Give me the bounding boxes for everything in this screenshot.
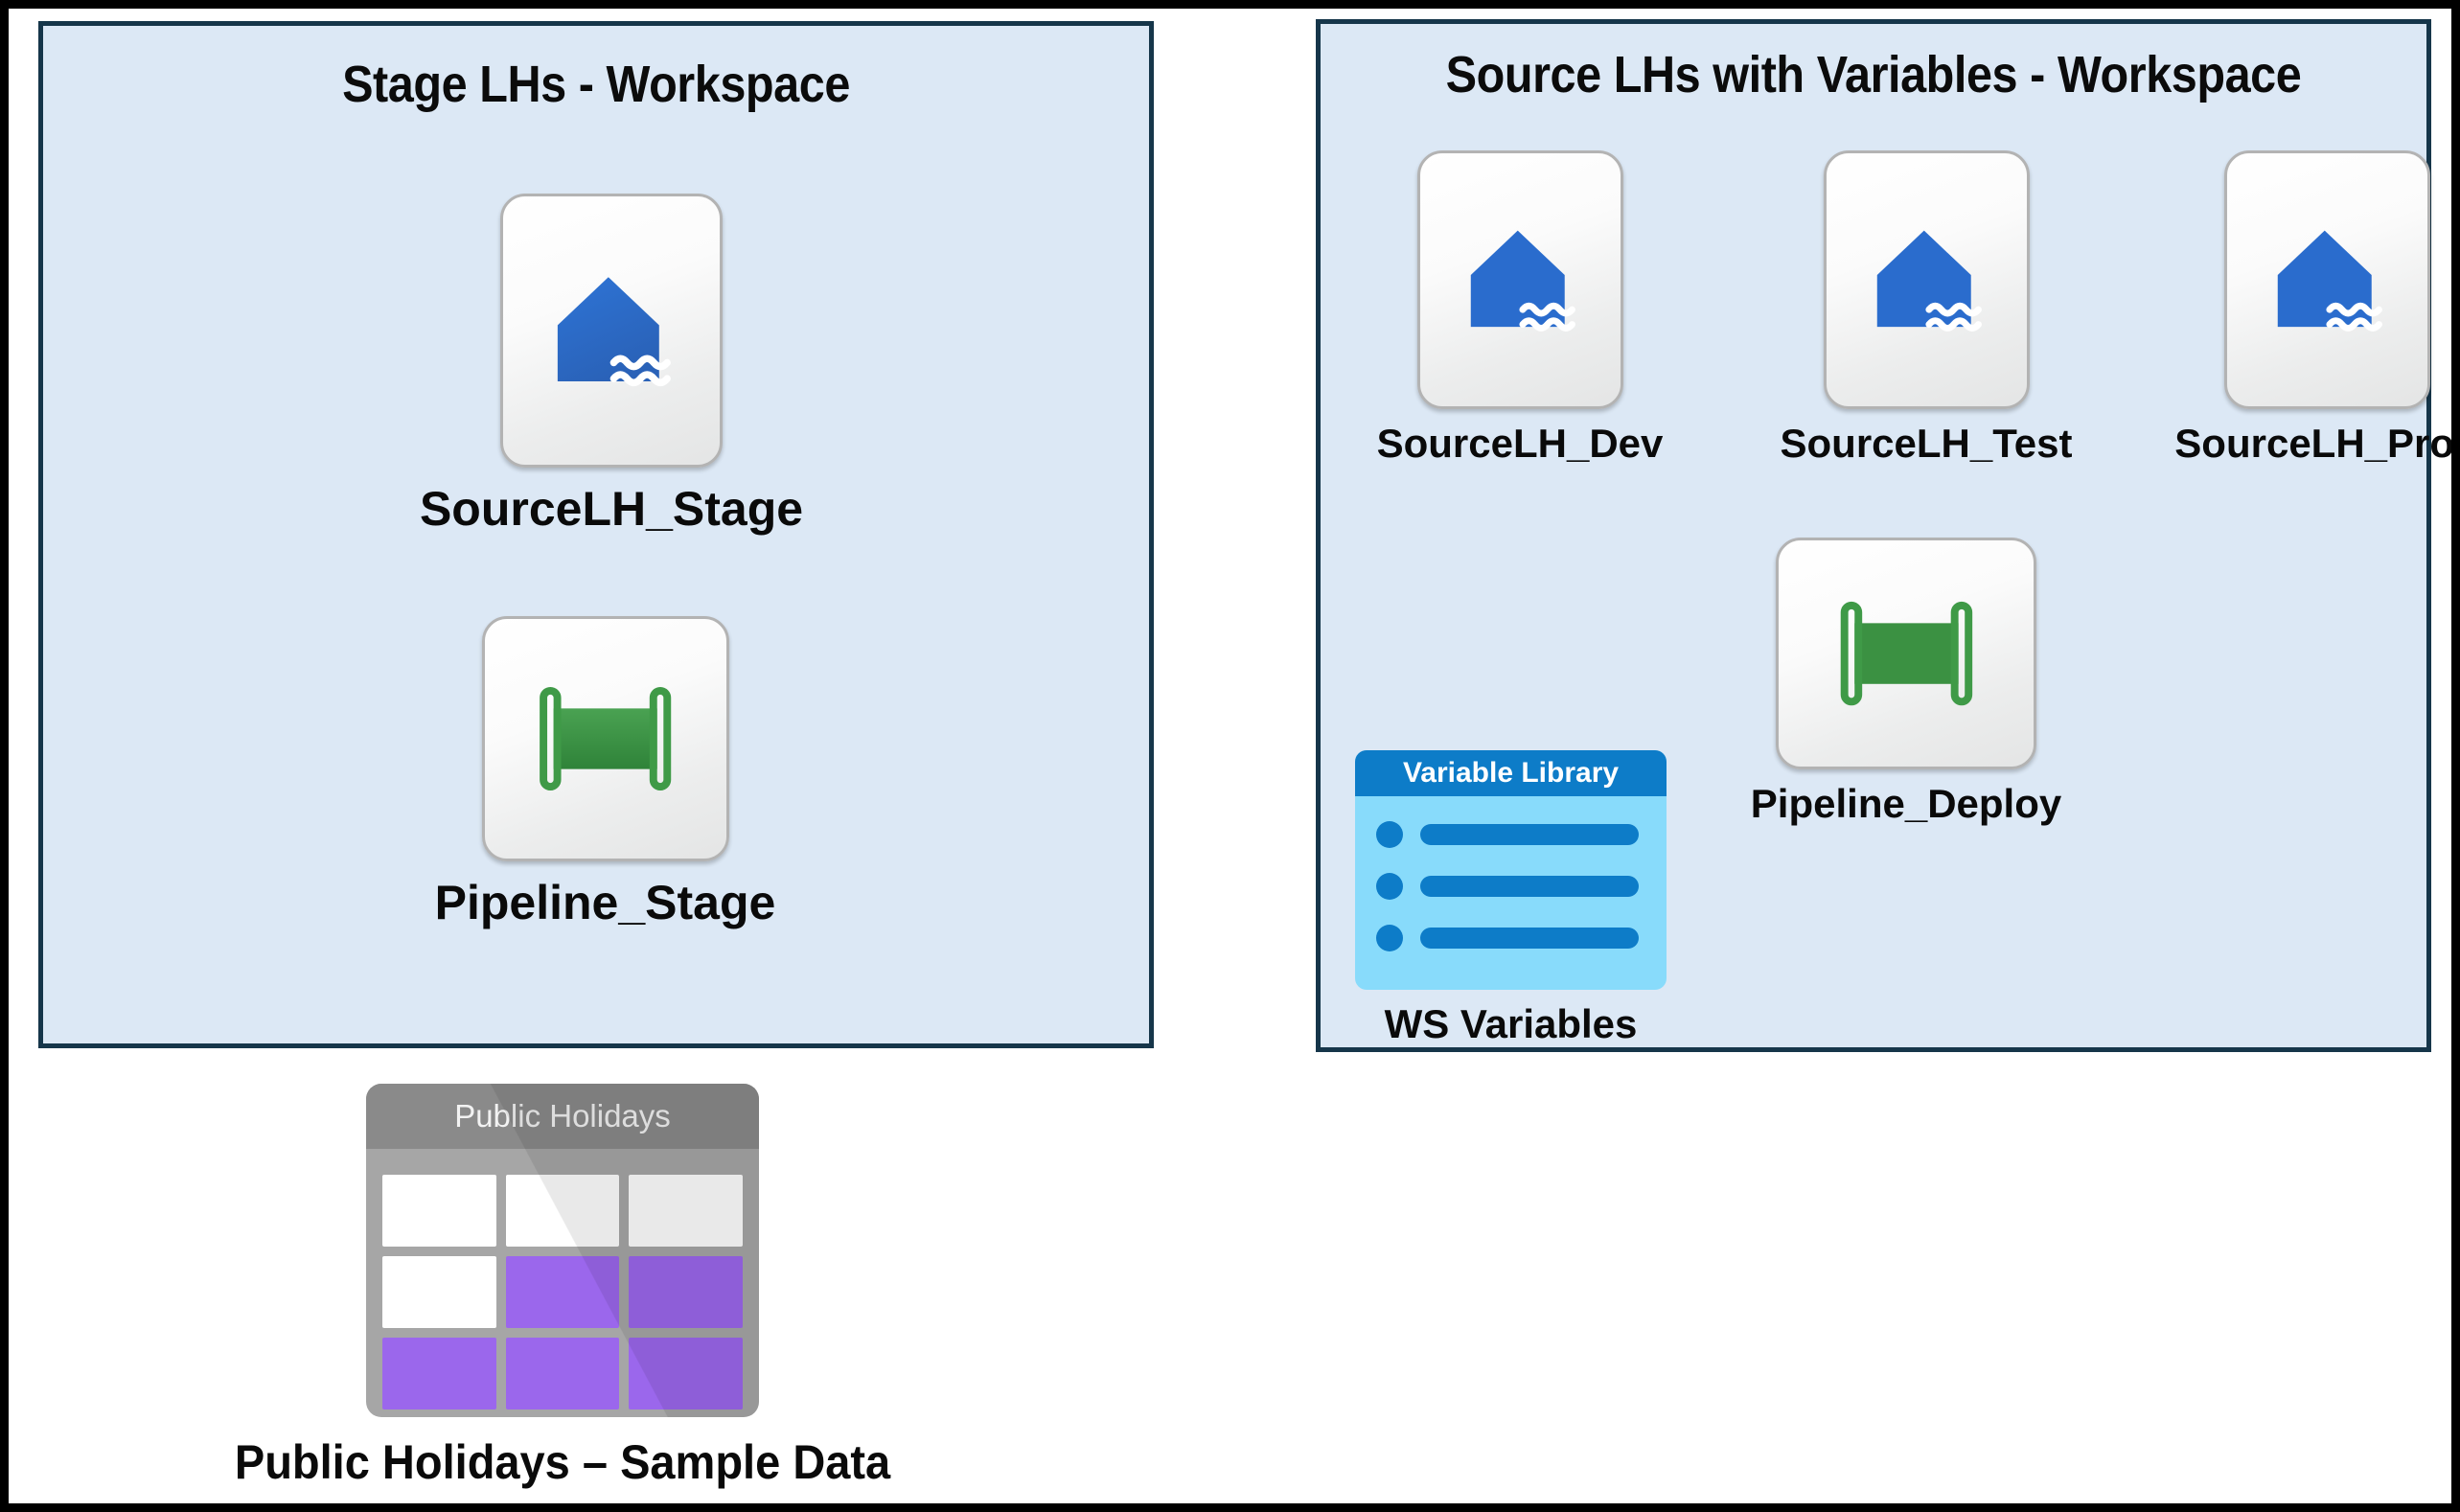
variable-bar: [1420, 876, 1639, 897]
item-label-sourcelh-test: SourceLH_Test: [1780, 421, 2073, 466]
lakehouse-tile-sourcelh-stage[interactable]: [500, 194, 723, 468]
table-header-text: Public Holidays: [454, 1098, 671, 1134]
panel-title-stage: Stage LHs - Workspace: [342, 56, 850, 113]
workspace-panel-stage: Stage LHs - Workspace: [38, 21, 1154, 1048]
item-label-sourcelh-stage: SourceLH_Stage: [419, 482, 804, 536]
lakehouse-tile-sourcelh-dev[interactable]: [1416, 150, 1623, 409]
table-cell: [629, 1338, 743, 1409]
variable-library-header-text: Variable Library: [1402, 757, 1620, 789]
variable-library-row: [1376, 821, 1645, 848]
item-ws-variables[interactable]: Variable Library WS Variables: [1355, 750, 1667, 1047]
item-label-sourcelh-dev: SourceLH_Dev: [1376, 421, 1664, 466]
table-cell: [629, 1256, 743, 1328]
variable-library-icon[interactable]: Variable Library: [1355, 750, 1667, 990]
pipeline-icon: [1840, 601, 1972, 706]
table-grid: [382, 1175, 743, 1409]
variable-library-row: [1376, 873, 1645, 900]
table-cell: [382, 1338, 496, 1409]
pipeline-tile-pipeline-deploy[interactable]: [1776, 538, 2036, 769]
lakehouse-tile-sourcelh-test[interactable]: [1823, 150, 2030, 409]
variable-library-header: Variable Library: [1355, 750, 1667, 796]
item-label-sourcelh-prod: SourceLH_Prod: [2174, 421, 2460, 466]
lakehouse-icon: [2277, 230, 2382, 332]
panel-title-source: Source LHs with Variables - Workspace: [1445, 46, 2302, 103]
item-pipeline-stage[interactable]: Pipeline_Stage: [373, 616, 838, 930]
table-icon[interactable]: Public Holidays: [366, 1084, 759, 1417]
item-sourcelh-stage[interactable]: SourceLH_Stage: [396, 194, 827, 537]
table-cell: [382, 1256, 496, 1328]
variable-library-row: [1376, 925, 1645, 951]
item-sourcelh-dev[interactable]: SourceLH_Dev: [1371, 150, 1668, 467]
variable-library-body: [1355, 796, 1667, 971]
lakehouse-icon: [1876, 230, 1982, 332]
item-label-pipeline-deploy: Pipeline_Deploy: [1750, 781, 2062, 826]
variable-bar: [1420, 824, 1639, 845]
bullet-dot-icon: [1376, 873, 1403, 900]
bullet-dot-icon: [1376, 821, 1403, 848]
bullet-dot-icon: [1376, 925, 1403, 951]
lakehouse-tile-sourcelh-prod[interactable]: [2223, 150, 2430, 409]
item-label-public-holidays: Public Holidays – Sample Data: [234, 1435, 891, 1489]
table-cell: [382, 1175, 496, 1247]
pipeline-icon: [539, 686, 672, 791]
pipeline-tile-pipeline-stage[interactable]: [481, 616, 729, 861]
table-cell: [505, 1338, 620, 1409]
item-sourcelh-test[interactable]: SourceLH_Test: [1778, 150, 2075, 467]
table-cell: [505, 1175, 620, 1247]
item-label-pipeline-stage: Pipeline_Stage: [434, 876, 776, 929]
table-cell: [629, 1175, 743, 1247]
item-sourcelh-prod[interactable]: SourceLH_Prod: [2174, 150, 2451, 467]
table-cell: [505, 1256, 620, 1328]
lakehouse-icon: [1470, 230, 1575, 332]
table-header: Public Holidays: [366, 1084, 759, 1149]
variable-bar: [1420, 928, 1639, 949]
item-pipeline-deploy[interactable]: Pipeline_Deploy: [1705, 538, 2107, 827]
item-label-ws-variables: WS Variables: [1384, 1001, 1638, 1046]
item-public-holidays[interactable]: Public Holidays Public Holidays – Sample…: [235, 1084, 890, 1490]
lakehouse-icon: [558, 277, 672, 387]
